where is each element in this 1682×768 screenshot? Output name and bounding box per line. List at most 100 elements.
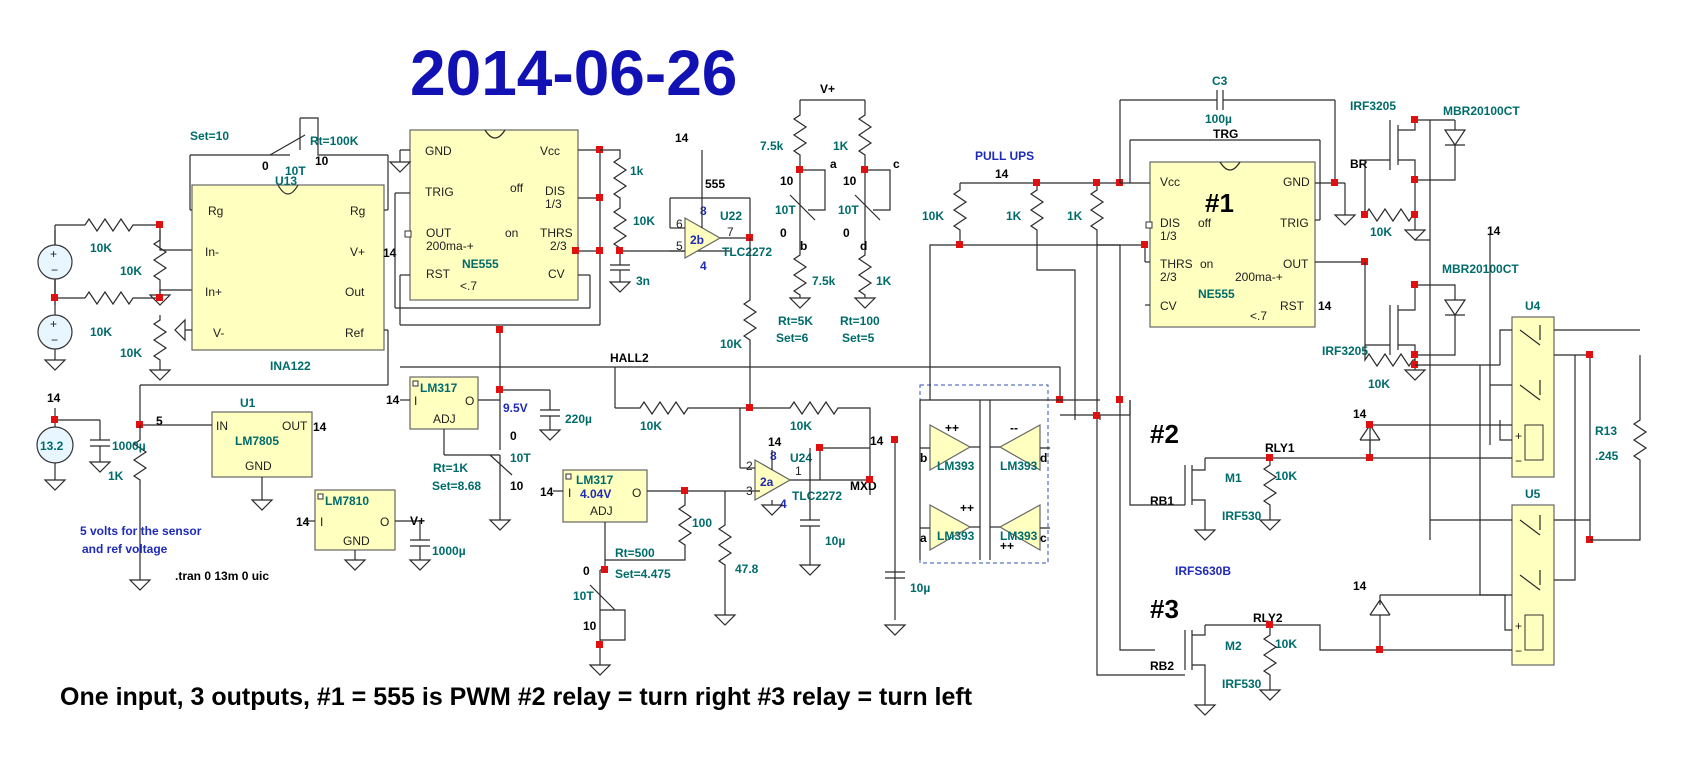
- lm317-b-block: LM317 I O 4.04V ADJ 14 0 10T 10 Rt=500 S…: [540, 469, 760, 676]
- relay-driver-2: IRFS630B #3 RLY2 M2 IRF530 RB2 10K 14: [1096, 245, 1512, 716]
- svg-text:d: d: [860, 239, 867, 253]
- svg-text:a: a: [830, 157, 837, 171]
- svg-text:9.5V: 9.5V: [503, 401, 528, 415]
- svg-text:−: −: [1515, 644, 1522, 658]
- svg-text:1000µ: 1000µ: [112, 439, 146, 453]
- svg-text:2/3: 2/3: [550, 239, 567, 253]
- timing-network: 1k 10K 3n: [600, 149, 730, 293]
- relay-driver-1: #2 RLY1 M1 IRF530 RB1 10K 14: [1129, 400, 1512, 541]
- svg-text:CV: CV: [1160, 299, 1177, 313]
- svg-text:<.7: <.7: [460, 279, 477, 293]
- svg-text:Rt=1K: Rt=1K: [433, 461, 468, 475]
- svg-text:10K: 10K: [1275, 469, 1297, 483]
- svg-text:Rt=100: Rt=100: [840, 314, 880, 328]
- svg-text:V-: V-: [213, 326, 224, 340]
- svg-text:THRS: THRS: [540, 226, 573, 240]
- svg-text:+: +: [1515, 619, 1522, 633]
- svg-text:d: d: [1040, 451, 1047, 465]
- svg-text:10K: 10K: [90, 241, 112, 255]
- ina122-block: Rg In- In+ V- Rg V+ Out Ref 14 INA122: [174, 154, 397, 373]
- svg-text:b: b: [800, 239, 807, 253]
- svg-text:V+: V+: [820, 82, 835, 96]
- ina122-label: INA122: [270, 359, 311, 373]
- svg-text:.245: .245: [1595, 449, 1619, 463]
- sensor-note-2: and ref voltage: [82, 542, 168, 556]
- svg-text:MBR20100CT: MBR20100CT: [1443, 104, 1520, 118]
- svg-text:++: ++: [945, 421, 959, 435]
- svg-text:O: O: [380, 515, 389, 529]
- u5-relay: U5 + −: [1430, 355, 1593, 666]
- svg-text:+: +: [1515, 429, 1522, 443]
- svg-text:3: 3: [746, 484, 753, 498]
- svg-text:7: 7: [727, 225, 734, 239]
- svg-text:10K: 10K: [922, 209, 944, 223]
- svg-text:LM393: LM393: [1000, 529, 1038, 543]
- svg-text:10K: 10K: [640, 419, 662, 433]
- svg-text:+: +: [50, 247, 57, 261]
- svg-text:TLC2272: TLC2272: [722, 245, 772, 259]
- supply-source: 14 13.2 1000µ: [36, 391, 146, 491]
- svg-text:LM317: LM317: [576, 473, 614, 487]
- svg-text:10K: 10K: [720, 337, 742, 351]
- comparator-block: LM393 LM393 LM393 LM393 b a c d ++ -- ++…: [919, 384, 1100, 564]
- svg-text:RLY1: RLY1: [1265, 441, 1295, 455]
- svg-text:4.04V: 4.04V: [580, 487, 611, 501]
- svg-text:Rt=5K: Rt=5K: [778, 314, 813, 328]
- svg-text:IRF3205: IRF3205: [1350, 99, 1396, 113]
- svg-text:14: 14: [1487, 224, 1501, 238]
- svg-text:14: 14: [313, 420, 327, 434]
- svg-text:PULL UPS: PULL UPS: [975, 149, 1034, 163]
- svg-text:−: −: [1515, 454, 1522, 468]
- svg-text:5: 5: [676, 239, 683, 253]
- svg-text:Rt=100K: Rt=100K: [310, 134, 359, 148]
- svg-text:HALL2: HALL2: [610, 351, 649, 365]
- svg-text:on: on: [505, 226, 518, 240]
- svg-text:OUT: OUT: [426, 226, 452, 240]
- svg-text:U5: U5: [1525, 487, 1541, 501]
- svg-text:IRF530: IRF530: [1222, 509, 1262, 523]
- svg-text:LM393: LM393: [1000, 459, 1038, 473]
- svg-text:Set=5: Set=5: [842, 331, 875, 345]
- svg-text:++: ++: [1000, 539, 1014, 553]
- mosfet-bridge: IRF3205 MBR20100CT BR 10K MBR20100CT IRF…: [1322, 99, 1520, 540]
- svg-text:220µ: 220µ: [565, 412, 592, 426]
- comparator-dashed-box: [919, 384, 1049, 564]
- svg-text:b: b: [920, 451, 927, 465]
- svg-text:14: 14: [296, 515, 310, 529]
- svg-text:+: +: [50, 317, 57, 331]
- svg-text:14: 14: [995, 167, 1009, 181]
- svg-text:OUT: OUT: [282, 419, 308, 433]
- svg-text:200ma-+: 200ma-+: [1235, 270, 1283, 284]
- misc-wires: [1060, 396, 1131, 420]
- svg-text:IRF530: IRF530: [1222, 677, 1262, 691]
- svg-text:3n: 3n: [636, 274, 650, 288]
- svg-text:1/3: 1/3: [545, 197, 562, 211]
- svg-text:14: 14: [1318, 299, 1332, 313]
- svg-text:10: 10: [510, 479, 524, 493]
- svg-text:LM393: LM393: [937, 529, 975, 543]
- svg-text:10K: 10K: [90, 325, 112, 339]
- svg-text:0: 0: [583, 564, 590, 578]
- svg-text:Ref: Ref: [345, 326, 364, 340]
- svg-text:10: 10: [583, 619, 597, 633]
- svg-text:Rg: Rg: [208, 204, 223, 218]
- svg-text:GND: GND: [343, 534, 370, 548]
- svg-text:Set=6: Set=6: [776, 331, 809, 345]
- svg-text:1K: 1K: [876, 274, 892, 288]
- svg-text:100µ: 100µ: [1205, 112, 1232, 126]
- svg-text:LM317: LM317: [420, 381, 458, 395]
- svg-text:I: I: [568, 486, 571, 500]
- svg-text:I: I: [414, 394, 417, 408]
- svg-text:0: 0: [843, 226, 850, 240]
- svg-text:47.8: 47.8: [735, 562, 759, 576]
- svg-text:10T: 10T: [510, 451, 531, 465]
- svg-text:NE555: NE555: [462, 257, 499, 271]
- svg-text:0: 0: [262, 159, 269, 173]
- svg-text:on: on: [1200, 257, 1213, 271]
- svg-text:4: 4: [700, 259, 707, 273]
- svg-text:RST: RST: [1280, 299, 1305, 313]
- svg-text:14: 14: [1353, 407, 1367, 421]
- svg-text:ADJ: ADJ: [590, 504, 613, 518]
- svg-text:--: --: [1010, 421, 1018, 435]
